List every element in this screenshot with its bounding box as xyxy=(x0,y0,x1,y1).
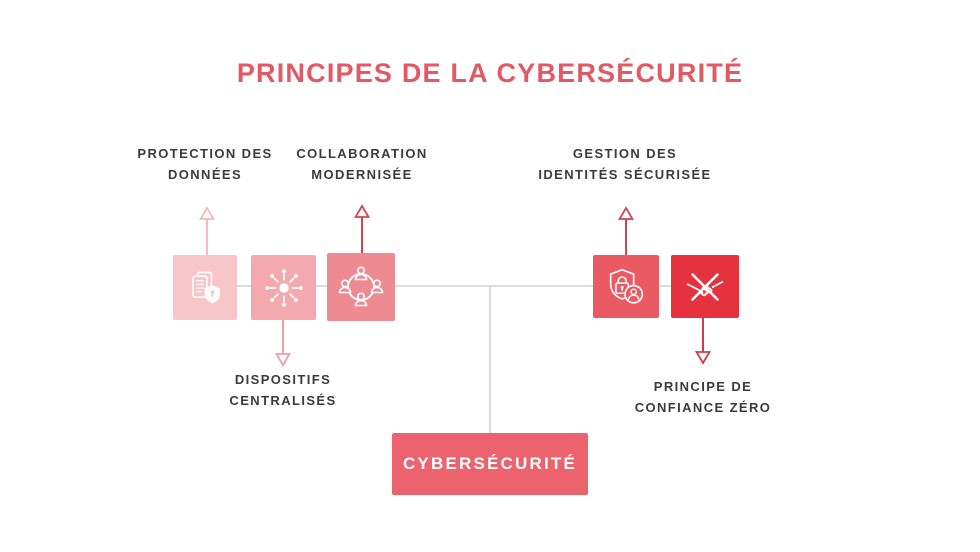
cybersecurity-label: CYBERSÉCURITÉ xyxy=(402,454,578,473)
up-arrow-gestion-identites xyxy=(617,206,635,255)
node-label-dispositifs: DISPOSITIFS CENTRALISÉS xyxy=(229,372,337,408)
hub-network-icon xyxy=(264,268,303,307)
shield-lock-user-icon xyxy=(609,268,644,304)
node-box-protection-donnees xyxy=(173,255,237,320)
node-box-confiance-zero xyxy=(671,255,739,318)
documents-shield-icon xyxy=(192,271,221,303)
up-arrow-collaboration xyxy=(353,204,371,253)
node-label-protection-donnees: PROTECTION DES DONNÉES xyxy=(137,146,273,182)
people-collaboration-icon xyxy=(338,266,384,307)
no-handshake-icon xyxy=(686,272,724,301)
up-arrow-protection-donnees xyxy=(198,206,216,255)
node-box-gestion-identites xyxy=(593,255,659,318)
down-arrow-confiance-zero xyxy=(694,318,712,365)
down-arrow-dispositifs xyxy=(274,320,292,367)
cybersecurity-node: CYBERSÉCURITÉ xyxy=(392,433,588,495)
horizontal-connector-line xyxy=(205,285,705,287)
node-box-collaboration xyxy=(327,253,395,321)
node-label-collaboration: COLLABORATION MODERNISÉE xyxy=(296,146,428,182)
page-title: PRINCIPES DE LA CYBERSÉCURITÉ xyxy=(236,58,744,88)
node-label-gestion-identites: GESTION DES IDENTITÉS SÉCURISÉE xyxy=(538,146,712,182)
vertical-connector-line xyxy=(489,285,491,433)
node-label-confiance-zero: PRINCIPE DE CONFIANCE ZÉRO xyxy=(634,379,772,415)
node-box-dispositifs-centralises xyxy=(251,255,316,320)
